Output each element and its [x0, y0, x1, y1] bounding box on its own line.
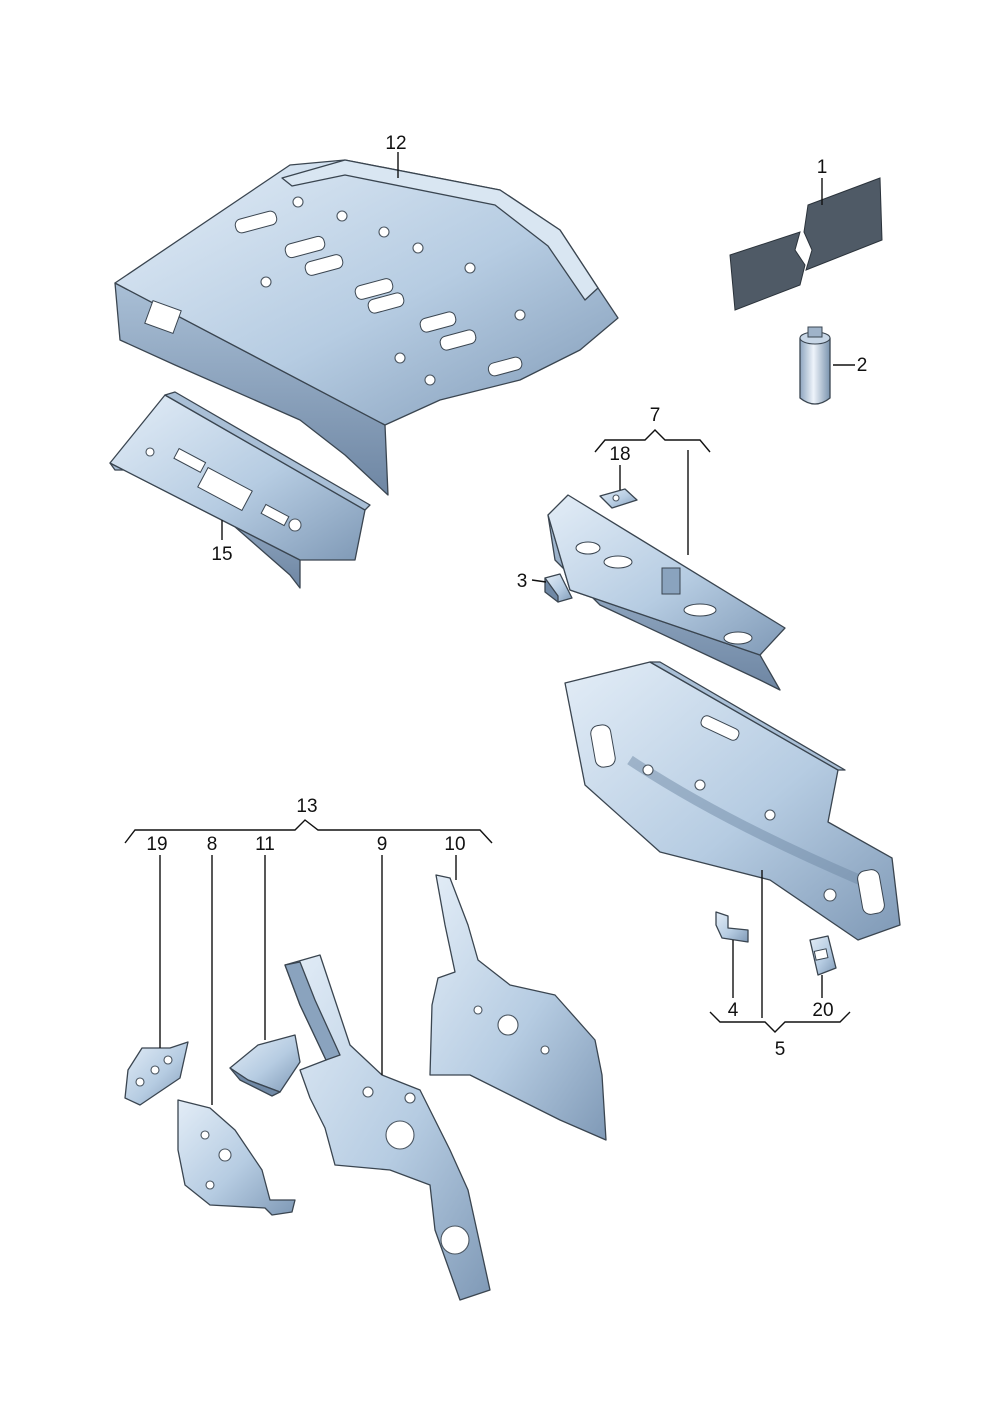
callout-20: 20	[812, 1000, 833, 1021]
callout-3: 3	[517, 571, 528, 592]
part-15-cross-member	[109, 391, 371, 589]
part-10-side-panel	[429, 874, 607, 1141]
callout-4: 4	[728, 1000, 739, 1021]
part-11-bracket	[229, 1034, 301, 1097]
callout-9: 9	[377, 834, 388, 855]
callout-labels: 12 1 2 7 18 3 15 13 19 8 11 9 10 4 20 5	[146, 133, 867, 1060]
part-4-bracket	[715, 911, 749, 943]
part-1-damping-mat	[729, 177, 883, 311]
callout-5: 5	[775, 1039, 786, 1060]
callout-12: 12	[385, 133, 406, 154]
part-8-wheel-house	[177, 1099, 296, 1216]
callout-1: 1	[817, 157, 828, 178]
part-2-cartridge	[799, 326, 831, 405]
callout-11: 11	[255, 834, 275, 855]
callout-18: 18	[609, 444, 630, 465]
callout-19: 19	[146, 834, 167, 855]
part-5-rear-panel-lower	[564, 661, 901, 941]
part-18-bracket	[599, 488, 638, 509]
part-9-side-panel	[284, 954, 491, 1301]
part-3-clip	[544, 573, 573, 603]
leader-lines	[124, 152, 855, 1105]
part-20-bracket	[809, 935, 837, 976]
callout-10: 10	[444, 834, 465, 855]
part-12-rear-floor-panel	[114, 159, 619, 496]
callout-13: 13	[296, 796, 317, 817]
part-19-bracket	[124, 1041, 189, 1106]
part-7-rear-panel-upper	[547, 494, 786, 691]
callout-7: 7	[650, 405, 661, 426]
callout-8: 8	[207, 834, 218, 855]
callout-15: 15	[211, 544, 232, 565]
callout-2: 2	[857, 355, 868, 376]
